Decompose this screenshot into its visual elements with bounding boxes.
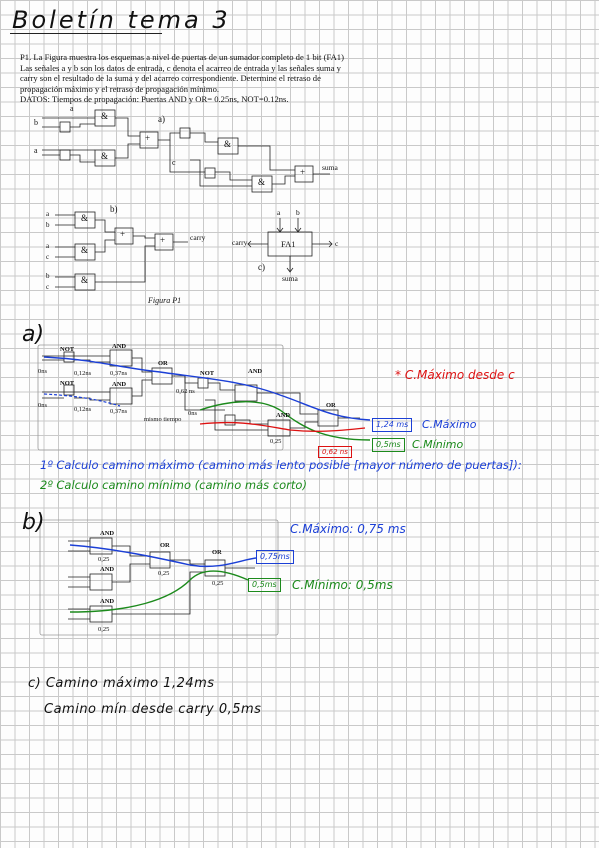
and-label: AND xyxy=(100,598,115,605)
and-label: AND xyxy=(248,368,263,375)
or-label: OR xyxy=(158,360,168,367)
min-path-label: C.Mínimo xyxy=(412,438,464,451)
time-label: 0,25 xyxy=(158,570,170,577)
time-label: 0ns xyxy=(38,368,48,375)
figure-caption: Figura P1 xyxy=(148,296,182,305)
fa1-output-carry: carry xyxy=(232,238,248,247)
and-gate-symbol: & xyxy=(101,111,109,121)
fig-label-b: b) xyxy=(110,204,118,214)
step-2-note: 2º Calculo camino mínimo (camino más cor… xyxy=(40,478,307,492)
section-b-marker: b) xyxy=(22,510,45,535)
or-gate-symbol: + xyxy=(160,235,166,245)
time-label: 0,25 xyxy=(98,556,110,563)
fig-input-c: c xyxy=(46,283,50,291)
fig-input-b: b xyxy=(34,118,38,127)
and-gate-symbol: & xyxy=(81,275,89,285)
answer-line-2: Camino mín desde carry 0,5ms xyxy=(44,702,262,717)
time-label: 0ns xyxy=(38,402,48,409)
fig-input-b: b xyxy=(46,272,50,280)
or-label: OR xyxy=(160,542,170,549)
min-path-label: C.Mínimo: 0,5ms xyxy=(292,578,393,592)
time-label: 0,62 ns xyxy=(176,388,195,395)
same-time-note: mismo tiempo xyxy=(144,416,182,423)
or-gate-symbol: + xyxy=(300,167,306,177)
fig-input-a: a xyxy=(46,210,50,218)
problem-line: propagación máximo y el retraso de propa… xyxy=(20,83,220,94)
and-label: AND xyxy=(112,343,127,350)
fig-input-b: b xyxy=(46,221,50,229)
not-label: NOT xyxy=(200,370,215,377)
or-label: OR xyxy=(212,549,222,556)
max-from-c-note: * C.Máximo desde c xyxy=(395,368,515,382)
page-title: Boletín tema 3 xyxy=(12,6,231,34)
problem-statement: P1. La Figura muestra los esquemas a niv… xyxy=(20,52,360,105)
time-label: 0,37ns xyxy=(110,370,128,377)
and-label: AND xyxy=(100,530,115,537)
and-label: AND xyxy=(100,566,115,573)
fig-input-a: a xyxy=(46,242,50,250)
problem-line: carry son el resultado de la suma y del … xyxy=(20,73,321,84)
and-gate-symbol: & xyxy=(81,245,89,255)
min-delay-box: 0,5ms xyxy=(248,578,281,592)
max-delay-box: 1,24 ms xyxy=(372,418,413,432)
title-underline xyxy=(10,33,162,34)
red-delay-box: 0,62 ns xyxy=(318,446,352,458)
fig-input-c: c xyxy=(46,253,50,261)
fa1-output-suma: suma xyxy=(282,274,298,283)
fig-output-suma: suma xyxy=(322,163,338,172)
answer-line-1: c) Camino máximo 1,24ms xyxy=(28,676,215,691)
fa1-input-c: c xyxy=(335,239,339,248)
fig-input-a: a xyxy=(34,146,38,155)
fa1-block-label: FA1 xyxy=(281,239,296,249)
fig-input-c: c xyxy=(172,158,176,167)
and-gate-symbol: & xyxy=(81,213,89,223)
time-label: 0,25 xyxy=(270,438,282,445)
step-1-note: 1º Calculo camino máximo (camino más len… xyxy=(40,458,522,472)
fig-input-a: a xyxy=(70,104,74,113)
problem-line: P1. La Figura muestra los esquemas a niv… xyxy=(20,52,344,62)
and-gate-symbol: & xyxy=(258,177,266,187)
or-gate-symbol: + xyxy=(145,133,151,143)
time-label: 0,12ns xyxy=(74,370,92,377)
and-gate-symbol: & xyxy=(101,151,109,161)
time-label: 0,25 xyxy=(212,580,224,587)
max-path-label: C.Máximo: 0,75 ms xyxy=(290,522,406,536)
section-a-marker: a) xyxy=(22,322,45,347)
problem-line: Las señales a y b son los datos de entra… xyxy=(20,62,341,73)
time-label: 0,12ns xyxy=(74,406,92,413)
fig-output-carry: carry xyxy=(190,233,206,242)
time-label: 0ns xyxy=(188,410,198,417)
fig-label-a: a) xyxy=(158,114,165,124)
min-delay-box: 0,5ms xyxy=(372,438,405,452)
not-label: NOT xyxy=(60,346,75,353)
fig-label-c: c) xyxy=(258,262,265,272)
time-label: 0,25 xyxy=(98,626,110,633)
max-path-label: C.Máximo xyxy=(422,418,477,431)
problem-line: DATOS: Tiempos de propagación: Puertas A… xyxy=(20,94,289,105)
and-label: AND xyxy=(276,412,291,419)
or-gate-symbol: + xyxy=(120,229,126,239)
and-gate-symbol: & xyxy=(224,139,232,149)
max-delay-box: 0,75ms xyxy=(256,550,294,564)
fa1-input-b: b xyxy=(296,208,300,217)
fa1-input-a: a xyxy=(277,208,281,217)
not-label: NOT xyxy=(60,380,75,387)
and-label: AND xyxy=(112,381,127,388)
time-label: 0,37ns xyxy=(110,408,128,415)
or-label: OR xyxy=(326,402,336,409)
